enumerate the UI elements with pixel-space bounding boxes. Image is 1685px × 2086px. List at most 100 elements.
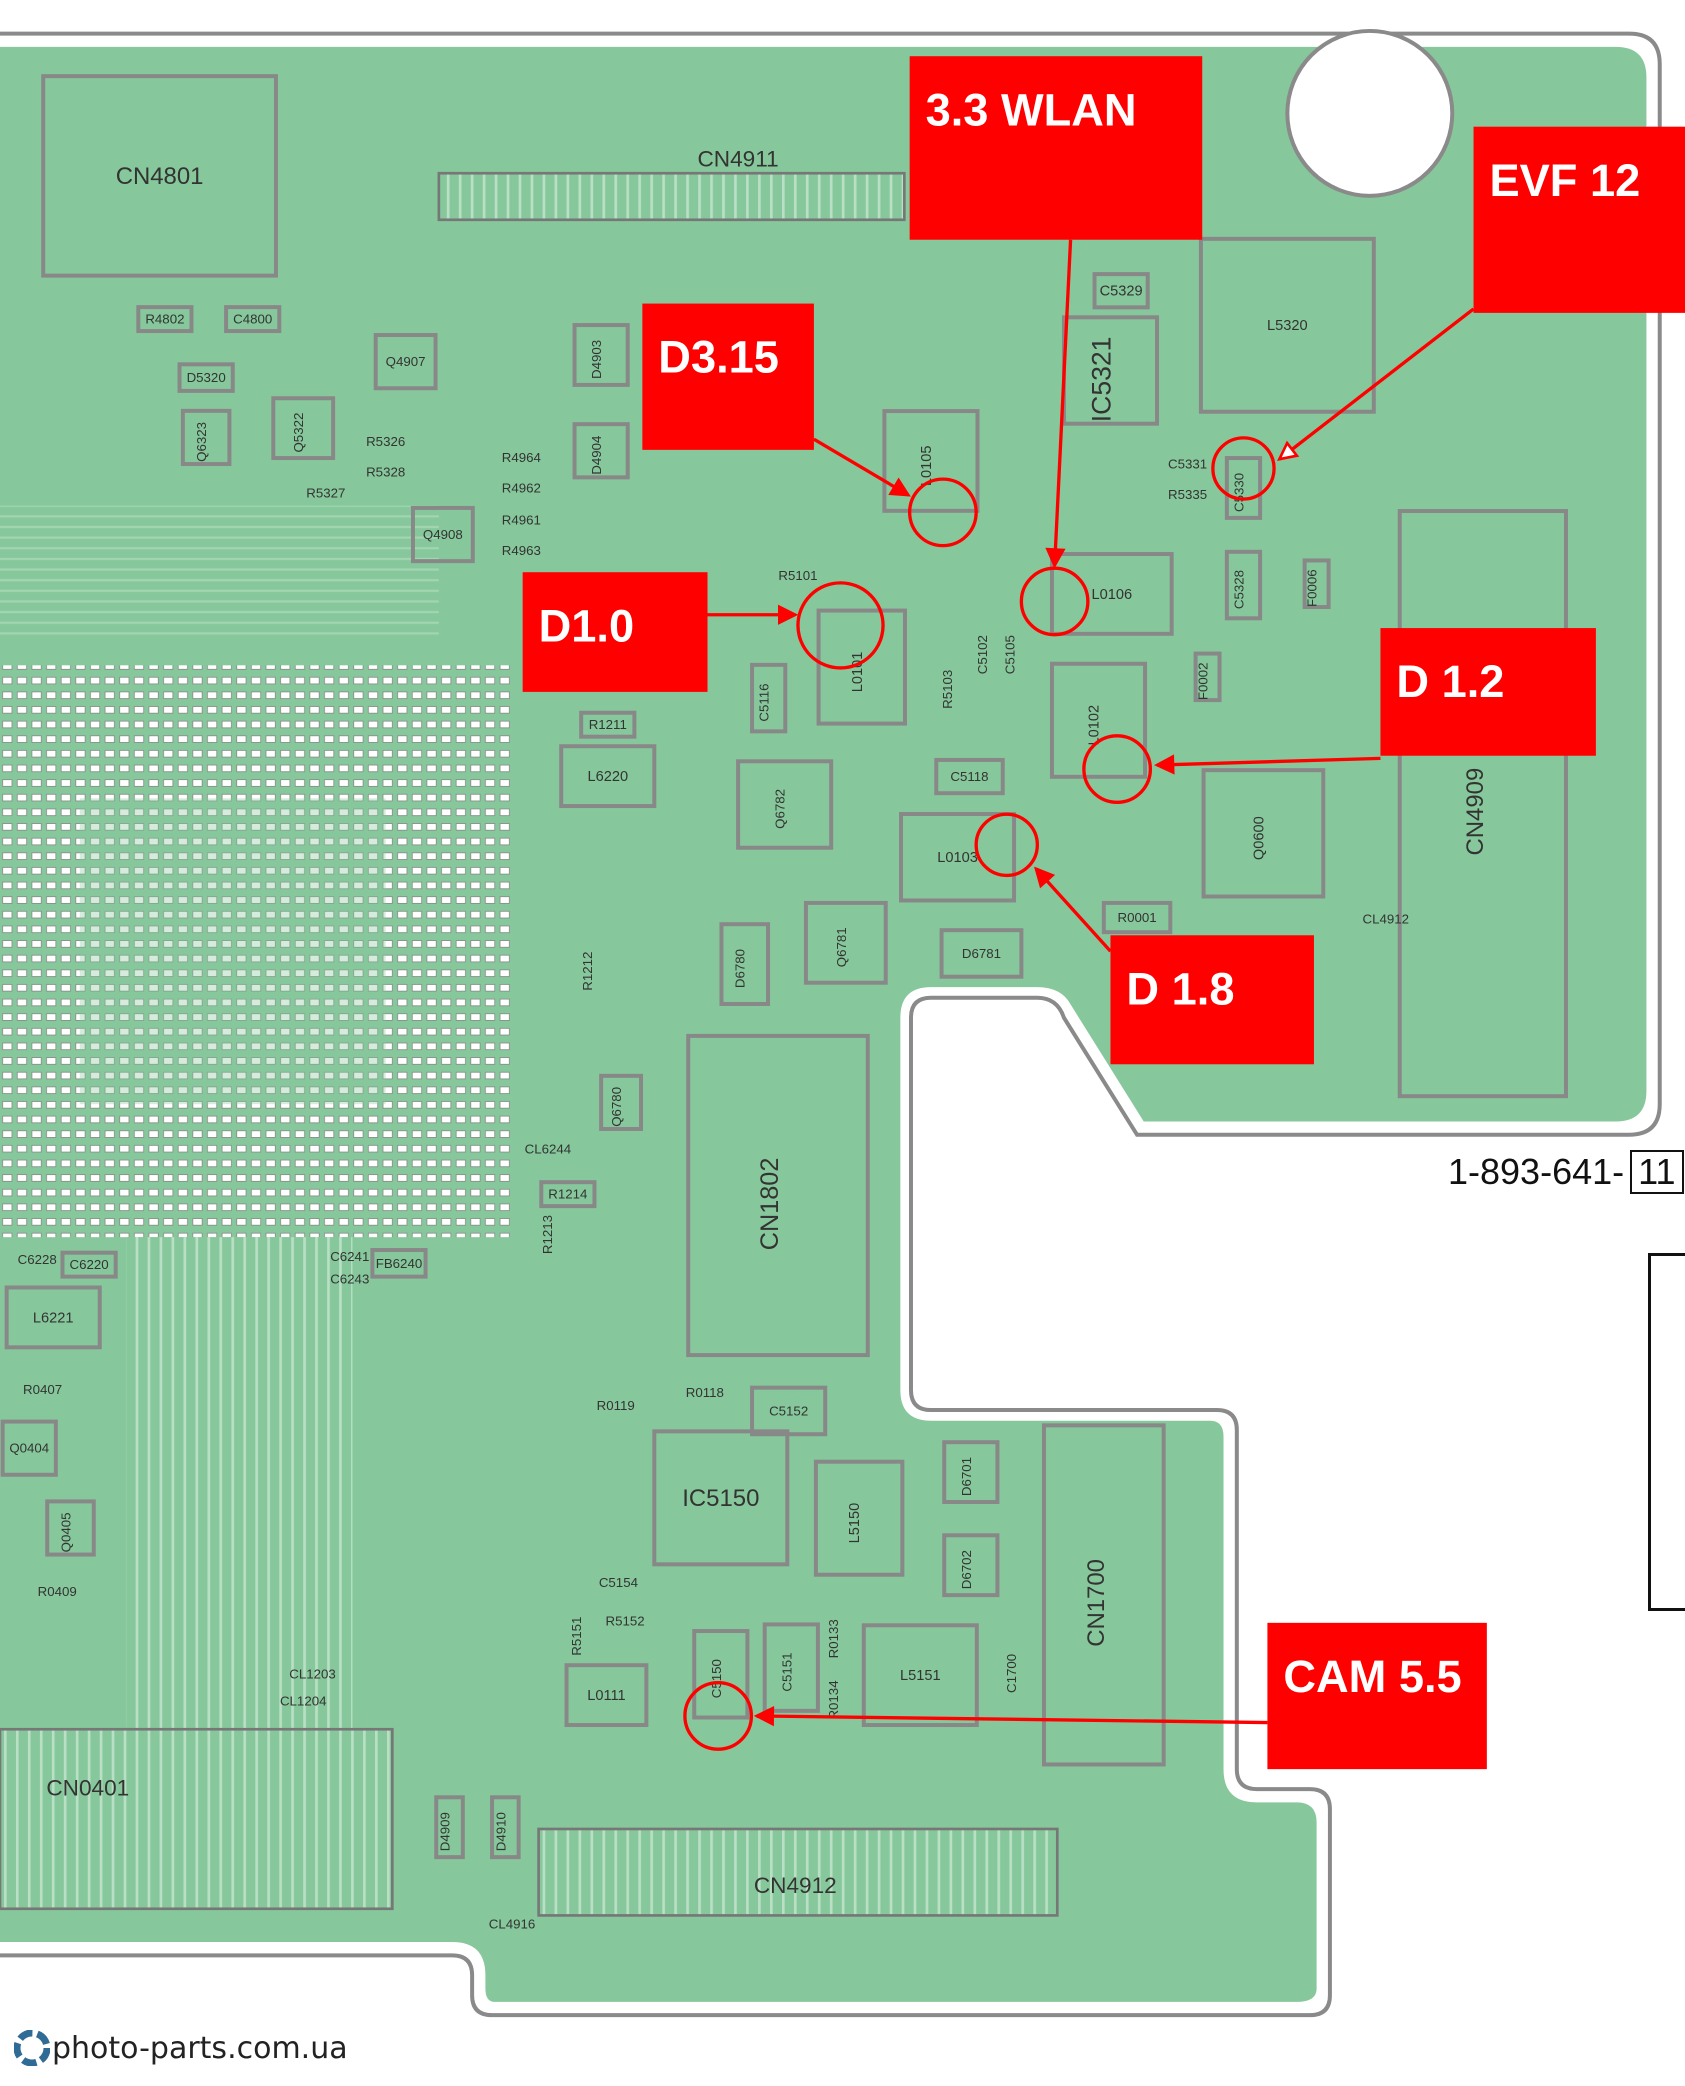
component-label: L0111: [587, 1688, 625, 1704]
trace-bundle: [126, 1237, 353, 1743]
component-label: R1213: [540, 1215, 555, 1254]
callout-arrow-line: [813, 437, 910, 497]
component-outline: [750, 1385, 828, 1437]
target-circle: [1082, 734, 1153, 804]
callout-arrow-line: [756, 1714, 1268, 1725]
component-label: D4909: [438, 1812, 453, 1851]
target-circle: [796, 581, 885, 670]
callout-label: EVF 12: [1490, 155, 1641, 206]
trace-bundle-top: [0, 505, 439, 639]
component-label: C5105: [1003, 635, 1018, 674]
component-outline: [572, 422, 630, 480]
target-circle: [683, 1681, 754, 1751]
component-label: R4961: [502, 512, 541, 527]
component-label: R5101: [778, 568, 817, 583]
component-label: D4904: [589, 436, 604, 475]
component-label: C5116: [757, 683, 772, 721]
component-outline: [899, 812, 1017, 903]
component-label: C6241: [330, 1249, 369, 1264]
component-outline: [0, 1419, 58, 1477]
part-number-text: 1-893-641-: [1448, 1151, 1625, 1192]
component-outline: [271, 396, 336, 461]
callout-d-1-8: D 1.8: [974, 812, 1314, 1065]
callout-arrow-line: [1278, 307, 1475, 461]
arrowhead-icon: [777, 604, 799, 625]
arrowhead-icon: [1154, 754, 1175, 775]
component-outline: [180, 408, 232, 467]
component-outline: [4, 1285, 102, 1350]
component-label: R5328: [366, 464, 405, 479]
component-outline: [652, 1429, 790, 1567]
component-label: Q4907: [386, 354, 426, 369]
component-outline: [1193, 651, 1222, 703]
component-label: R5335: [1168, 487, 1207, 502]
target-circle: [974, 812, 1039, 878]
component-outline: [60, 1250, 118, 1279]
component-outline: [539, 1180, 597, 1209]
component-outline: [1101, 900, 1173, 935]
arrowhead-icon: [1045, 547, 1066, 569]
callout-box: [1267, 1622, 1487, 1770]
component-label: CN0401: [46, 1776, 129, 1801]
callout-arrow-line: [1052, 239, 1073, 566]
component-label: L0106: [1091, 587, 1132, 603]
board-part-number: 1-893-641- 11: [1448, 1150, 1684, 1194]
callout-label: D 1.8: [1126, 963, 1234, 1014]
component-label: Q6780: [609, 1087, 624, 1127]
component-outline: [736, 759, 834, 850]
component-labels: CN4801CN4911IC5321L5320L0106L0102L0103L0…: [9, 147, 1489, 1932]
component-outline: [934, 757, 1005, 796]
connector-cn4911-pins: [437, 171, 906, 222]
component-label: D5320: [187, 370, 226, 385]
component-label: R5152: [605, 1614, 644, 1629]
component-label: C5118: [950, 769, 988, 784]
component-outline: [599, 1073, 644, 1131]
component-label: F0006: [1305, 569, 1320, 607]
callout-box: [1473, 126, 1685, 313]
component-outline: [1092, 272, 1150, 310]
arrowhead-icon: [888, 477, 911, 497]
component-outline: [224, 305, 282, 334]
component-outline: [579, 710, 637, 739]
callout-box: [909, 56, 1203, 240]
component-outline: [816, 608, 908, 726]
component-label: Q0404: [9, 1441, 49, 1456]
component-label: R5103: [940, 670, 955, 709]
bga-pad-grid: [0, 665, 513, 1238]
component-outline: [686, 1033, 870, 1358]
callout-box: [642, 303, 814, 450]
component-label: R0407: [23, 1382, 62, 1397]
component-label: CN4911: [697, 147, 778, 172]
callout-d3-15: D3.15: [642, 303, 978, 548]
component-outline: [1201, 768, 1326, 899]
component-outline: [45, 1499, 96, 1557]
component-label: CN4912: [754, 1873, 837, 1898]
component-label: D6780: [733, 949, 748, 988]
callout-box: [522, 572, 708, 692]
component-label: D4910: [493, 1812, 508, 1851]
component-outline: [1224, 549, 1263, 621]
component-label: R1212: [580, 952, 595, 991]
adjacent-diagram-frame: [1648, 1253, 1685, 1611]
callout-box: [1110, 935, 1314, 1065]
component-outline: [136, 305, 194, 334]
arrowhead-icon: [1277, 440, 1300, 461]
component-label: Q6781: [834, 927, 849, 967]
component-outline: [1198, 236, 1376, 414]
component-label: Q6323: [194, 422, 209, 462]
component-outline: [177, 362, 235, 393]
component-label: CL1203: [289, 1667, 336, 1682]
component-outline: [434, 1795, 465, 1860]
component-label: L0105: [919, 445, 935, 486]
component-label: R0119: [597, 1398, 635, 1413]
component-outline: [1049, 552, 1174, 636]
watermark: photo-parts.com.ua: [14, 2030, 348, 2066]
component-label: L5150: [847, 1503, 863, 1544]
component-outline: [1397, 509, 1568, 1099]
callout-label: D1.0: [539, 600, 634, 651]
component-label: D6781: [962, 946, 1001, 961]
component-outline: [1041, 1423, 1166, 1767]
component-label: CL4916: [489, 1917, 536, 1932]
